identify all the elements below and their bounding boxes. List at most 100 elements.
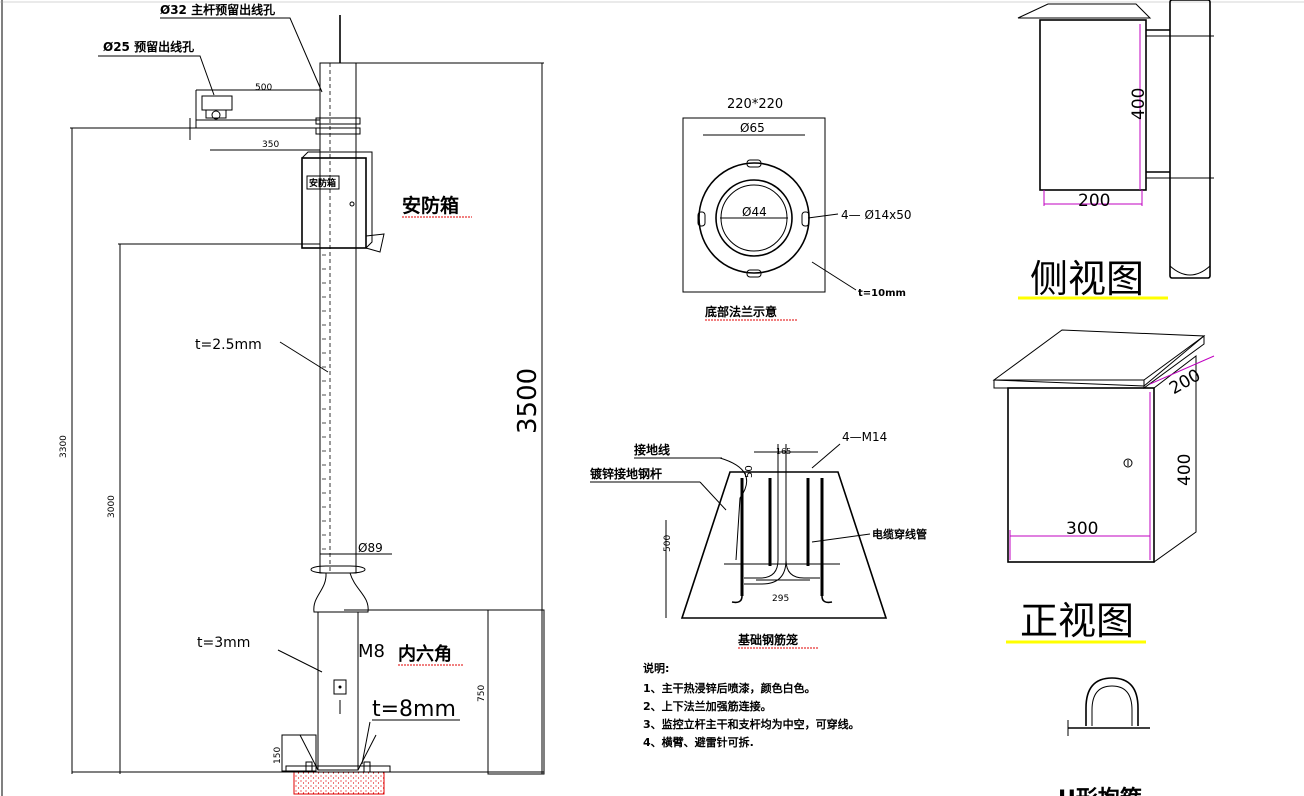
dim-500-label: 500 [663, 535, 673, 552]
leader-base-plate [361, 721, 371, 765]
bolts-label: 4—M14 [842, 430, 887, 444]
ground-wire [719, 457, 748, 561]
conduit-left [744, 444, 779, 579]
front-view-caption: 正视图 [1020, 599, 1134, 643]
flange-size-label: 220*220 [727, 97, 783, 112]
u-clamp: U形抱箍 [1058, 677, 1150, 796]
ground-wire-label: 接地线 [634, 442, 670, 457]
dim-295-label: 295 [772, 594, 789, 604]
foundation-concrete [680, 471, 888, 619]
flange-dia-65: Ø65 [740, 121, 765, 135]
hex-socket-label: 内六角 [398, 643, 452, 665]
side-roof [1017, 3, 1152, 19]
foundation-caption: 基础钢筋笼 [737, 632, 798, 647]
front-lock-icon [1123, 458, 1133, 468]
front-dim-depth: 200 [1166, 365, 1204, 399]
front-dim-height: 400 [1175, 454, 1195, 486]
leader-hole-32 [160, 17, 323, 93]
flange-middle-circle [715, 179, 793, 257]
u-clamp-inner [1091, 685, 1133, 726]
front-dim-depth-line [1149, 355, 1215, 385]
side-view: 400 200 侧视图 [1017, 0, 1214, 301]
side-box [1039, 19, 1147, 191]
flange-dia-44: Ø44 [742, 205, 767, 219]
foundation-section: 接地线 镀锌接地钢杆 165 4—M14 50 500 电缆穿线管 295 基础… [590, 430, 927, 649]
thickness-lower-label: t=3mm [197, 635, 250, 651]
foundation-left-block [281, 734, 317, 772]
note-2: 2、上下法兰加强筋连接。 [643, 699, 772, 713]
dim-arm-500: 500 [255, 83, 272, 93]
m8-bolt-dot [338, 685, 342, 689]
dim-3500-label: 3500 [513, 368, 543, 434]
flange-holes-leader [807, 213, 839, 219]
side-view-caption: 侧视图 [1030, 257, 1144, 301]
notes-title: 说明: [643, 661, 669, 675]
front-view: 200 400 300 正视图 [992, 329, 1215, 644]
conduit-left-2 [744, 444, 787, 585]
flange-thickness: t=10mm [858, 288, 906, 299]
dim-3000-label: 3000 [107, 495, 117, 518]
flange-caption: 底部法兰示意 [705, 304, 777, 319]
pole-tick-marks [322, 254, 326, 550]
conduit-label: 电缆穿线管 [872, 527, 927, 541]
pole-lower-shaft [317, 611, 359, 771]
u-clamp-shape [1085, 677, 1139, 726]
front-roof-side [1143, 335, 1205, 389]
front-box-side [1153, 354, 1197, 563]
side-dim-width: 200 [1078, 191, 1110, 211]
front-dim-width: 300 [1066, 519, 1098, 539]
thickness-base-label: t=8mm [372, 697, 456, 722]
clamp-band-1 [315, 117, 361, 125]
conduit-right [785, 559, 820, 579]
flange-thickness-leader [811, 261, 857, 291]
label-hole-32: Ø32 主杆预留出线孔 [160, 2, 275, 17]
side-dim-height: 400 [1129, 88, 1149, 120]
base-rib-right [357, 734, 377, 771]
safety-box-label: 安防箱 [402, 194, 459, 217]
concrete-base-red [293, 771, 385, 795]
safety-box-front [301, 157, 367, 249]
dim-arm-350: 350 [262, 140, 279, 150]
access-door-bolt [333, 679, 347, 695]
note-3: 3、监控立杆主干和支杆均为中空，可穿线。 [643, 717, 860, 731]
thickness-upper-label: t=2.5mm [195, 337, 262, 353]
base-rib-left [299, 734, 319, 771]
ground-rod-leader-2 [699, 481, 727, 511]
dim-3300-label: 3300 [59, 435, 69, 458]
conduit-leader [811, 533, 871, 543]
notes-block: 说明: 1、主干热浸锌后喷漆，颜色白色。 2、上下法兰加强筋连接。 3、监控立杆… [643, 661, 860, 749]
dia-89-label: Ø89 [358, 541, 383, 555]
leader-hole-25 [98, 55, 215, 96]
dim-50-label: 50 [744, 465, 755, 478]
camera-body [201, 95, 233, 111]
ground-rod-label: 镀锌接地钢杆 [590, 466, 662, 481]
clamp-band-2 [315, 127, 361, 135]
bolt-m8-label: M8 [358, 641, 385, 662]
flange-plate [682, 117, 826, 293]
safety-box-lock [349, 201, 355, 207]
pole-transition-collar [310, 565, 369, 613]
foundation-right-block [487, 609, 545, 775]
leader-thickness-upper [279, 341, 329, 373]
flange-slot-left [697, 211, 706, 227]
camera-lens [211, 110, 221, 120]
bolts-leader [811, 443, 841, 469]
dim-150-label: 150 [273, 747, 283, 764]
flange-slot-right [801, 211, 810, 227]
pole-elevation: Ø32 主杆预留出线孔 Ø25 预留出线孔 500 350 安防箱 安防箱 t=… [59, 2, 545, 795]
safety-box-bracket [365, 233, 385, 253]
flange-slot-bottom [746, 269, 762, 278]
camera-mount [205, 109, 227, 119]
label-hole-25: Ø25 预留出线孔 [103, 39, 194, 54]
note-1: 1、主干热浸锌后喷漆，颜色白色。 [643, 681, 816, 695]
flange-holes-label: 4— Ø14x50 [841, 208, 912, 222]
flange-slot-top [746, 159, 762, 168]
leader-thickness-lower [277, 649, 323, 673]
rebar-hook-left [731, 595, 743, 604]
pole-upper-shaft [319, 62, 357, 574]
side-pole [1169, 0, 1211, 279]
u-clamp-caption: U形抱箍 [1058, 786, 1142, 796]
dim-750-label: 750 [477, 685, 487, 702]
dim-165-label: 165 [776, 447, 791, 456]
